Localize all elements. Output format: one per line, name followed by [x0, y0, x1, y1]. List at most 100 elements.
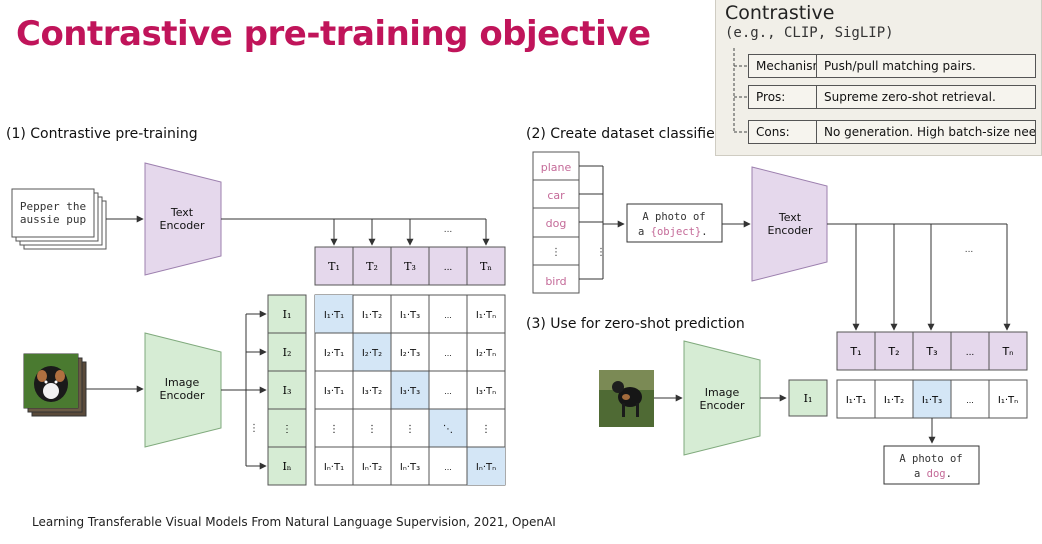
product-cell: I₁·T₁	[846, 395, 866, 406]
t-row-1: T₁ T₂ T₃ ... Tₙ	[314, 246, 506, 286]
matrix-cell: I₂·Tₙ	[476, 348, 496, 359]
image-encoder-2-label-2: Encoder	[700, 399, 745, 412]
t-label: T₃	[925, 345, 937, 358]
top-ellipsis-1: ...	[444, 225, 453, 235]
matrix-cell: I₁·T₂	[362, 310, 382, 321]
image-encoder-1: Image Encoder	[144, 332, 222, 448]
matrix-cell: I₃·T₁	[324, 386, 344, 397]
text-encoder-1: Text Encoder	[144, 162, 222, 276]
output-line-1: A photo of	[899, 453, 962, 465]
template-object: {object}	[651, 226, 702, 238]
template-line-1: A photo of	[642, 211, 705, 223]
t-row-3: T₁ T₂ T₃ ... Tₙ	[836, 331, 1028, 371]
citation: Learning Transferable Visual Models From…	[32, 515, 556, 529]
matrix-cell: I₁·Tₙ	[476, 310, 496, 321]
panel2-heading: (2) Create dataset classifier fr	[526, 126, 736, 142]
matrix-cell: I₃·Tₙ	[476, 386, 496, 397]
i-box-3: I₁	[788, 379, 828, 417]
matrix-cell: Iₙ·T₂	[362, 462, 382, 473]
t-label: T₃	[404, 260, 416, 273]
output-suffix: .	[946, 468, 952, 480]
matrix-cell: I₂·T₃	[400, 348, 420, 359]
summary-key: Mechanism:	[748, 54, 828, 78]
output-object: dog	[927, 468, 946, 480]
contrastive-summary-card: Contrastive (e.g., CLIP, SigLIP) Mechani…	[715, 0, 1042, 156]
svg-text:a dog.: a dog.	[914, 468, 952, 480]
class-label: bird	[545, 275, 566, 288]
matrix-cell: Iₙ·Tₙ	[476, 462, 496, 473]
side-dots: ⋮	[249, 423, 259, 434]
summary-value: No generation. High batch-size needs.	[816, 120, 1036, 144]
prediction-output: A photo of a dog.	[883, 445, 980, 485]
template-suffix: .	[701, 226, 707, 238]
matrix-cell: ⋱	[443, 424, 453, 435]
image-encoder-label-1: Image	[165, 376, 200, 389]
class-label: car	[547, 189, 565, 202]
t-label: ...	[444, 263, 453, 273]
text-input-stack: Pepper the aussie pup	[11, 188, 107, 250]
matrix-cell: ⋮	[405, 424, 415, 435]
matrix-cell: ...	[444, 387, 452, 396]
i-label: I₁	[283, 308, 292, 321]
svg-text:a {object}.: a {object}.	[638, 226, 708, 238]
matrix-cell: I₁·T₃	[400, 310, 420, 321]
i-label: ⋮	[282, 424, 292, 435]
matrix-cell: ⋮	[481, 424, 491, 435]
product-row: I₁·T₁ I₁·T₂ I₁·T₃ ... I₁·Tₙ	[836, 379, 1028, 419]
panel3-heading: (3) Use for zero-shot prediction	[526, 316, 745, 332]
class-label: dog	[546, 217, 567, 230]
summary-key: Cons:	[748, 120, 816, 144]
matrix-cell: I₁·T₁	[324, 310, 344, 321]
t-label: T₁	[328, 260, 340, 273]
t-label: Tₙ	[1001, 345, 1013, 358]
matrix-cell: Iₙ·T₃	[400, 462, 420, 473]
t-label: Tₙ	[480, 260, 492, 273]
output-prefix: a	[914, 468, 927, 480]
summary-subtitle: (e.g., CLIP, SigLIP)	[725, 25, 894, 41]
matrix-cell: ...	[444, 463, 452, 472]
summary-key: Pros:	[748, 85, 816, 109]
text-encoder-label-1: Text	[170, 206, 194, 219]
image-encoder-2-label-1: Image	[705, 386, 740, 399]
summary-title: Contrastive	[725, 2, 835, 24]
summary-value: Push/pull matching pairs.	[816, 54, 1036, 78]
matrix-cell: I₂·T₁	[324, 348, 344, 359]
top-ellipsis-2: ...	[965, 245, 974, 255]
matrix-cell: I₂·T₂	[362, 348, 382, 359]
t-label: T₂	[366, 260, 378, 273]
text-encoder-2: Text Encoder	[751, 166, 828, 282]
summary-value: Supreme zero-shot retrieval.	[816, 85, 1036, 109]
summary-tree-lines	[733, 48, 748, 133]
i-column-1: I₁ I₂ I₃ ⋮ Iₙ	[267, 294, 307, 486]
class-side-dots: ⋮	[596, 247, 606, 258]
class-label: plane	[541, 161, 572, 174]
image-encoder-2: Image Encoder	[683, 340, 761, 456]
product-cell: I₁·T₂	[884, 395, 904, 406]
image-encoder-label-2: Encoder	[160, 389, 205, 402]
matrix-cell: I₃·T₂	[362, 386, 382, 397]
text-input-line-1: Pepper the	[20, 200, 86, 213]
text-encoder-2-label-1: Text	[778, 211, 802, 224]
text-input-line-2: aussie pup	[20, 213, 86, 226]
t-label: T₂	[887, 345, 899, 358]
i-label: I₁	[804, 392, 813, 405]
text-encoder-label-2: Encoder	[160, 219, 205, 232]
class-list: plane car dog ⋮ bird	[532, 151, 580, 294]
matrix-cell: ⋮	[329, 424, 339, 435]
t-label: T₁	[849, 345, 861, 358]
slide-title: Contrastive pre-training objective	[16, 14, 651, 54]
matrix-cell: Iₙ·T₁	[324, 462, 344, 473]
matrix-cell: I₃·T₃	[400, 386, 420, 397]
query-image	[599, 370, 654, 427]
matrix-cell: ...	[444, 311, 452, 320]
similarity-matrix: I₁·T₁ I₁·T₂ I₁·T₃ ... I₁·Tₙ I₂·T₁ I₂·T₂ …	[314, 294, 506, 486]
class-label: ⋮	[551, 247, 561, 258]
prompt-template: A photo of a {object}.	[626, 203, 723, 243]
panel1-heading: (1) Contrastive pre-training	[6, 126, 198, 142]
matrix-cell: ...	[444, 349, 452, 358]
i-label: Iₙ	[282, 460, 291, 473]
text-encoder-2-label-2: Encoder	[768, 224, 813, 237]
product-cell: I₁·Tₙ	[998, 395, 1018, 406]
product-cell: ...	[966, 396, 974, 405]
